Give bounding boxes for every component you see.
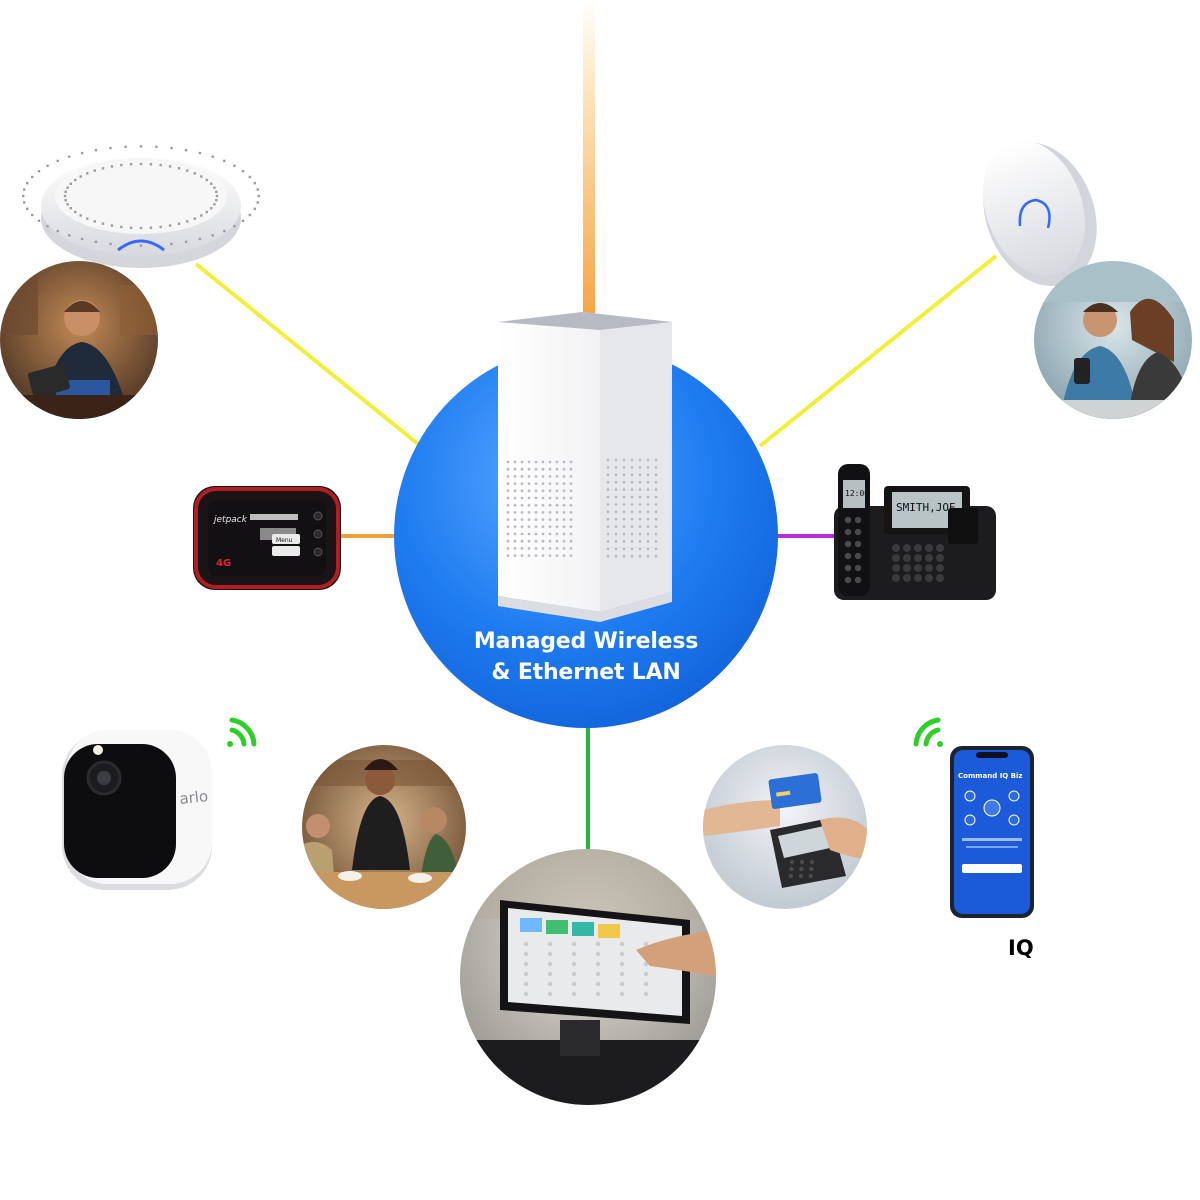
link-line-right-ap bbox=[758, 254, 998, 448]
link-line-top bbox=[583, 0, 595, 330]
man-with-tablet-photo bbox=[0, 261, 158, 419]
camera-brand: arlo bbox=[179, 787, 209, 808]
smartphone-app-icon: Command IQ Biz bbox=[950, 746, 1034, 918]
iq-label: IQ bbox=[1008, 936, 1034, 960]
card-payment-icon bbox=[703, 745, 867, 909]
wifi-icon bbox=[913, 717, 943, 747]
wifi-icon bbox=[227, 717, 257, 747]
hub-title-line2: & Ethernet LAN bbox=[491, 660, 681, 685]
hub-title-line1: Managed Wireless bbox=[473, 629, 699, 654]
link-line-left-ap bbox=[194, 262, 420, 446]
couple-with-phone-photo bbox=[1034, 261, 1192, 419]
hub-title: Managed Wireless & Ethernet LAN bbox=[400, 626, 772, 688]
mesh-router-icon bbox=[498, 312, 672, 622]
cafe-customers-photo bbox=[302, 745, 466, 909]
pos-terminal-icon bbox=[460, 849, 716, 1105]
hotspot-4g-badge: 4G bbox=[216, 558, 231, 569]
ceiling-access-point-left bbox=[22, 145, 260, 268]
hotspot-brand: jetpack bbox=[212, 515, 248, 525]
wireless-security-camera-icon: arlo bbox=[62, 730, 212, 890]
phone-display-name: SMITH,JOE bbox=[896, 501, 956, 514]
app-screen-title: Command IQ Biz bbox=[958, 772, 1023, 780]
ceiling-access-point-right bbox=[982, 140, 1097, 286]
mobile-hotspot-icon: jetpack Menu 4G bbox=[193, 486, 341, 590]
hotspot-menu-button: Menu bbox=[276, 537, 293, 544]
cordless-desk-phone-icon: SMITH,JOE 12:00 bbox=[834, 464, 996, 600]
handset-time: 12:00 bbox=[845, 489, 869, 498]
